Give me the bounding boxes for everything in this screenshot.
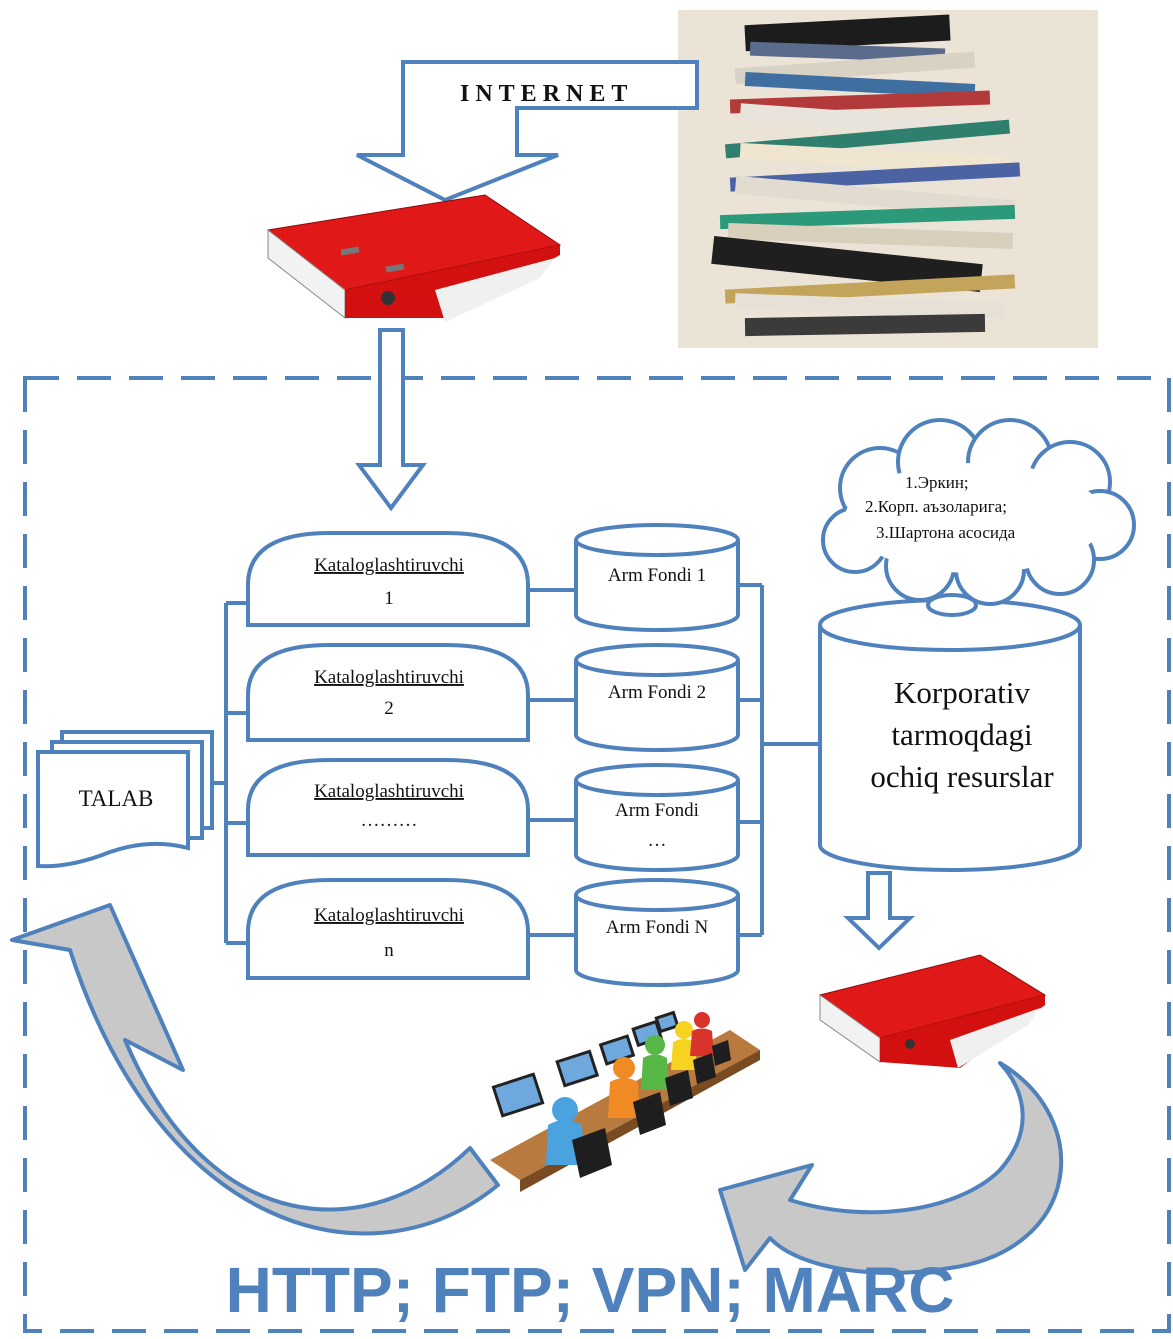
network-boundary	[23, 376, 1171, 1333]
cataloguer-3-label: Kataloglashtiruvchi	[314, 781, 464, 802]
protocols-label: HTTP; FTP; VPN; MARC	[226, 1254, 955, 1326]
workers-at-computers-image	[490, 1010, 760, 1192]
fund-1-label: Arm Fondi 1	[608, 565, 706, 586]
access-type-3: 3.Шартона асосида	[876, 523, 1016, 542]
cataloguer-1-number: 1	[384, 588, 394, 609]
internet-label: INTERNET	[460, 81, 633, 107]
down-arrow-to-cataloguers	[355, 328, 427, 512]
cataloguer-4: Kataloglashtiruvchi n	[246, 878, 530, 980]
fund-4-cylinder: Arm Fondi N	[574, 878, 740, 987]
document-stack-image	[678, 10, 1098, 348]
curved-arrow-left	[10, 903, 500, 1236]
access-type-1: 1.Эркин;	[905, 473, 969, 492]
curved-arrow-right	[718, 1061, 1063, 1275]
corporate-db-line1: Korporativ	[894, 675, 1031, 710]
access-types-cloud: 1.Эркин; 2.Корп. аъзоларига; 3.Шартона а…	[821, 418, 1136, 617]
cataloguer-1-label: Kataloglashtiruvchi	[314, 555, 464, 576]
red-binder-small-icon	[818, 954, 1047, 1068]
connector-lines	[208, 583, 820, 945]
cataloguer-1: Kataloglashtiruvchi 1	[246, 531, 530, 627]
fund-3-cylinder: Arm Fondi …	[574, 763, 740, 872]
fund-4-label: Arm Fondi N	[606, 917, 709, 938]
talab-label: TALAB	[79, 786, 154, 811]
cataloguer-2: Kataloglashtiruvchi 2	[246, 643, 530, 742]
access-type-2: 2.Корп. аъзоларига;	[865, 497, 1007, 516]
corporate-db-line3: ochiq resurslar	[870, 759, 1054, 794]
fund-1-cylinder: Arm Fondi 1	[574, 523, 740, 632]
cataloguer-3: Kataloglashtiruvchi ………	[246, 758, 530, 857]
talab-document-stack: TALAB	[36, 730, 214, 869]
fund-3-ellipsis: …	[648, 830, 667, 851]
cataloguer-2-number: 2	[384, 698, 394, 719]
corporate-db-line2: tarmoqdagi	[891, 717, 1033, 752]
cataloguer-2-label: Kataloglashtiruvchi	[314, 667, 464, 688]
corporate-db-cylinder: Korporativ tarmoqdagi ochiq resurslar	[818, 598, 1082, 872]
fund-3-label: Arm Fondi	[615, 800, 699, 821]
fund-2-label: Arm Fondi 2	[608, 682, 706, 703]
cataloguer-4-label: Kataloglashtiruvchi	[314, 905, 464, 926]
internet-arrow: INTERNET	[356, 60, 699, 203]
fund-2-cylinder: Arm Fondi 2	[574, 643, 740, 752]
red-binder-icon	[266, 194, 562, 322]
cataloguer-3-number: ………	[361, 810, 418, 831]
cataloguer-4-number: n	[384, 940, 394, 961]
down-arrow-to-binder	[843, 871, 915, 951]
